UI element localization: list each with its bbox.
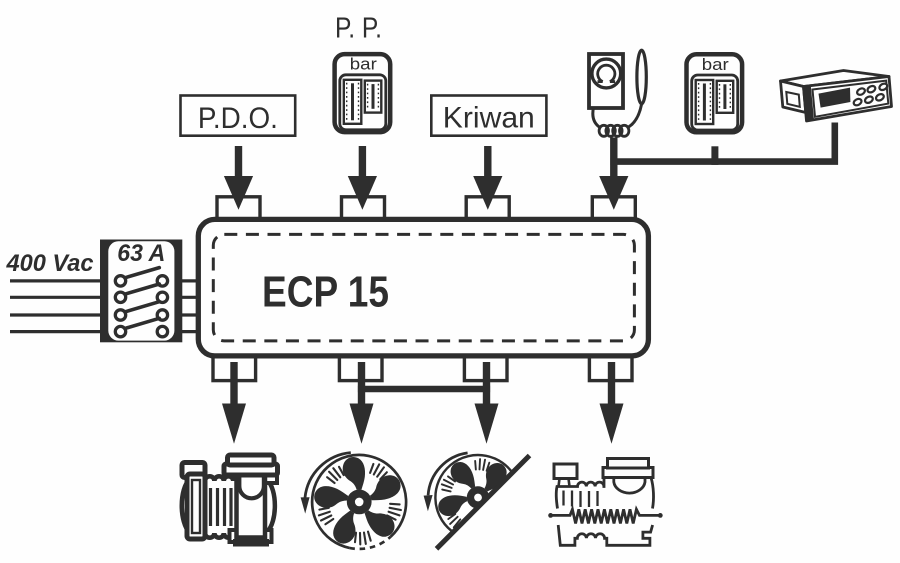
controller-display (818, 87, 851, 108)
input-pdo-box: P.D.O. (179, 94, 297, 138)
switch-pole-4 (113, 316, 170, 339)
switch-pole-3 (113, 299, 170, 322)
inclined-fan-icon (419, 439, 536, 556)
inclined-fan-wheel (419, 439, 536, 556)
compressor-icon (179, 452, 280, 547)
switch-pole-1 (113, 265, 170, 288)
arrow-pp-input (347, 146, 377, 210)
unit-outline (195, 216, 652, 359)
digital-controller-icon (779, 69, 893, 123)
gauge-unit-label: bar (350, 56, 378, 74)
inclined-fan-rotation-arrow (423, 451, 468, 512)
controller-buttons (852, 82, 889, 107)
fan-rotation-arrow (300, 451, 351, 514)
switch-rating-label: 63 A (117, 240, 165, 267)
arrow-inclined-fan-output (474, 362, 499, 444)
unit-title: ECP 15 (262, 267, 389, 316)
dial-pointer (596, 63, 617, 83)
main-switch: 63 A (100, 239, 183, 343)
bus-line (610, 122, 839, 165)
main-unit: ECP 15 (195, 195, 652, 383)
crankcase-heater-icon (548, 457, 663, 547)
arrow-compressor-output (222, 362, 246, 444)
controller-bezel-edge (803, 85, 814, 121)
arrow-heater-output (599, 362, 624, 444)
arrow-kriwan-input (473, 146, 503, 210)
input-bus (610, 122, 839, 165)
supply-voltage-label: 400 Vac (6, 250, 94, 277)
switch-pole-2 (113, 282, 170, 305)
sensor-bulb (635, 48, 648, 106)
arrow-pdo-input (223, 146, 254, 210)
switch-poles (113, 265, 170, 339)
unit-inner-dashed-outline (211, 232, 636, 343)
thermostat-dial (590, 57, 623, 90)
pdo-label: P.D.O. (198, 102, 278, 135)
heater-resistor (548, 504, 663, 524)
input-kriwan-box: Kriwan (429, 94, 548, 138)
pressure-gauge-icon-2: bar (687, 54, 743, 132)
fan-wheel (310, 453, 408, 551)
input-arrows (223, 137, 629, 210)
pp-label: P. P. (335, 13, 382, 45)
capillary-coil (597, 123, 631, 138)
pressure-gauge-icon: bar (335, 54, 391, 132)
gauge-unit-label-2: bar (702, 56, 730, 74)
thermostat-icon (587, 48, 648, 138)
fan-icon (300, 451, 408, 551)
arrow-fan-output (349, 362, 374, 444)
output-arrows (222, 362, 624, 444)
power-feed: 400 Vac 63 A (6, 239, 200, 343)
incline-line (434, 453, 532, 551)
kriwan-label: Kriwan (443, 102, 535, 135)
